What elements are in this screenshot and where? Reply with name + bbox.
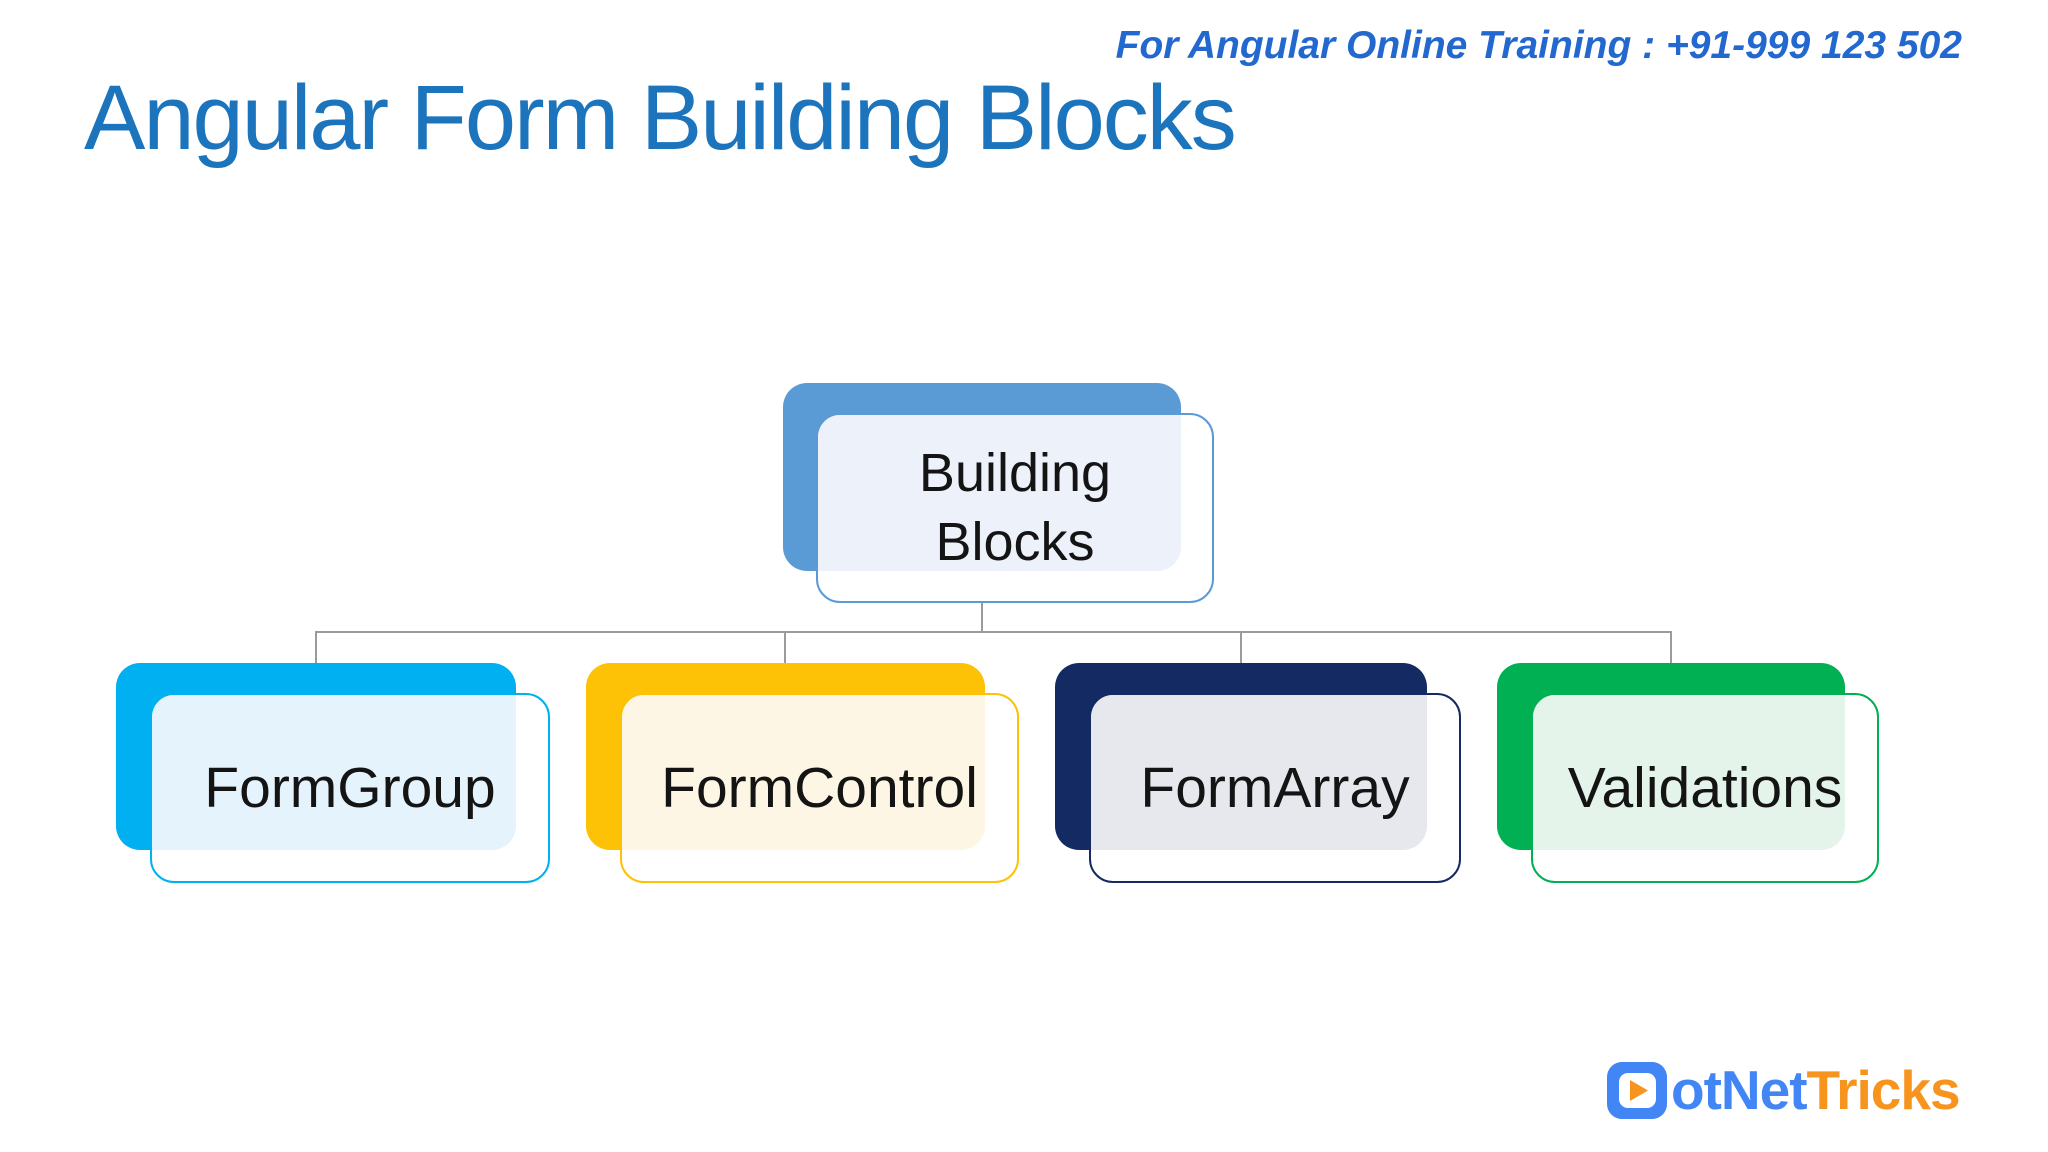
node-building-blocks: Building Blocks — [783, 383, 1214, 604]
node-label: FormArray — [1140, 756, 1410, 820]
connector-root-vertical — [981, 599, 983, 632]
node-tint — [622, 695, 985, 850]
connector-stub-formgroup — [315, 632, 317, 664]
dotnettricks-logo: otNetTricks — [1607, 1059, 1961, 1121]
slide-title: Angular Form Building Blocks — [84, 67, 1237, 169]
node-tint — [152, 695, 516, 850]
play-icon — [1607, 1062, 1667, 1119]
node-label: FormControl — [661, 756, 978, 820]
node-card: FormControl — [620, 693, 1019, 883]
node-tint — [1533, 695, 1845, 850]
training-banner: For Angular Online Training : +91-999 12… — [1115, 24, 1962, 67]
node-label: Building Blocks — [918, 442, 1112, 572]
logo-text-orange: Tricks — [1806, 1059, 1961, 1121]
connector-stub-formarray — [1240, 632, 1242, 664]
node-formcontrol: FormControl — [586, 663, 1019, 885]
node-tint — [818, 415, 1181, 571]
node-formgroup: FormGroup — [116, 663, 550, 885]
node-formarray: FormArray — [1055, 663, 1461, 885]
node-validations: Validations — [1497, 663, 1879, 885]
node-card: FormArray — [1089, 693, 1461, 883]
connector-stub-validations — [1670, 632, 1672, 664]
node-tint — [1091, 695, 1427, 850]
connector-stub-formcontrol — [784, 632, 786, 664]
node-card: Validations — [1531, 693, 1879, 883]
logo-text-blue: otNet — [1671, 1059, 1808, 1121]
connector-horizontal — [315, 631, 1672, 633]
node-card: Building Blocks — [816, 413, 1214, 603]
node-label: FormGroup — [204, 756, 496, 820]
node-label: Validations — [1567, 756, 1843, 820]
node-card: FormGroup — [150, 693, 550, 883]
